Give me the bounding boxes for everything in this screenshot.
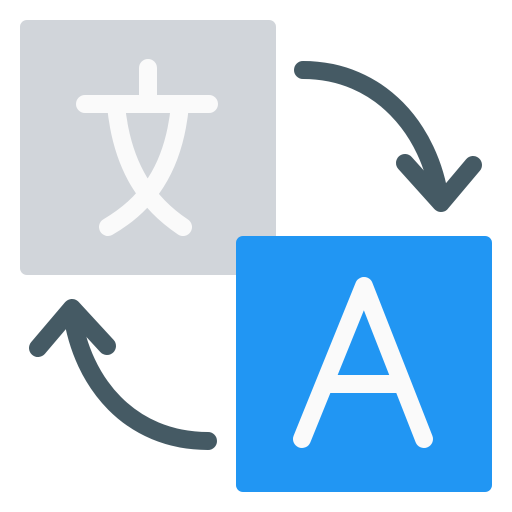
target-language-tile (236, 236, 492, 492)
arrow-right-down-icon (294, 61, 482, 212)
arrow-left-up-icon (29, 299, 217, 450)
target-glyph-icon (293, 277, 433, 448)
source-glyph-icon (76, 59, 218, 236)
source-language-tile (20, 20, 276, 275)
